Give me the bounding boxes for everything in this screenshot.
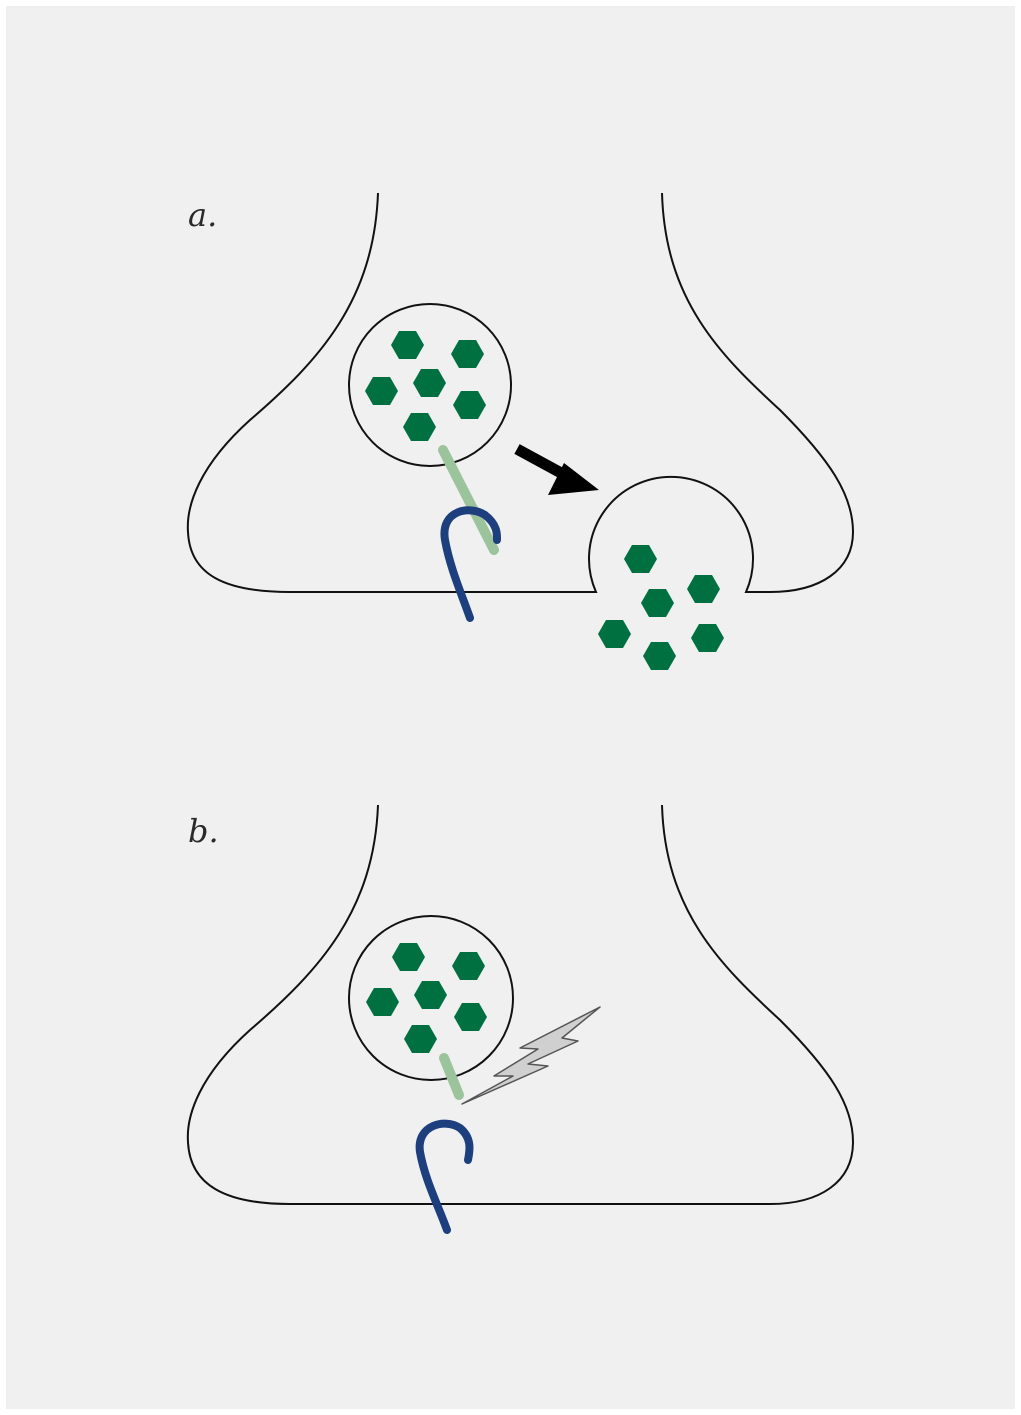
- figure-background: [6, 6, 1015, 1409]
- panel-label-a: a.: [188, 196, 217, 234]
- panel-label-b: b.: [188, 812, 219, 850]
